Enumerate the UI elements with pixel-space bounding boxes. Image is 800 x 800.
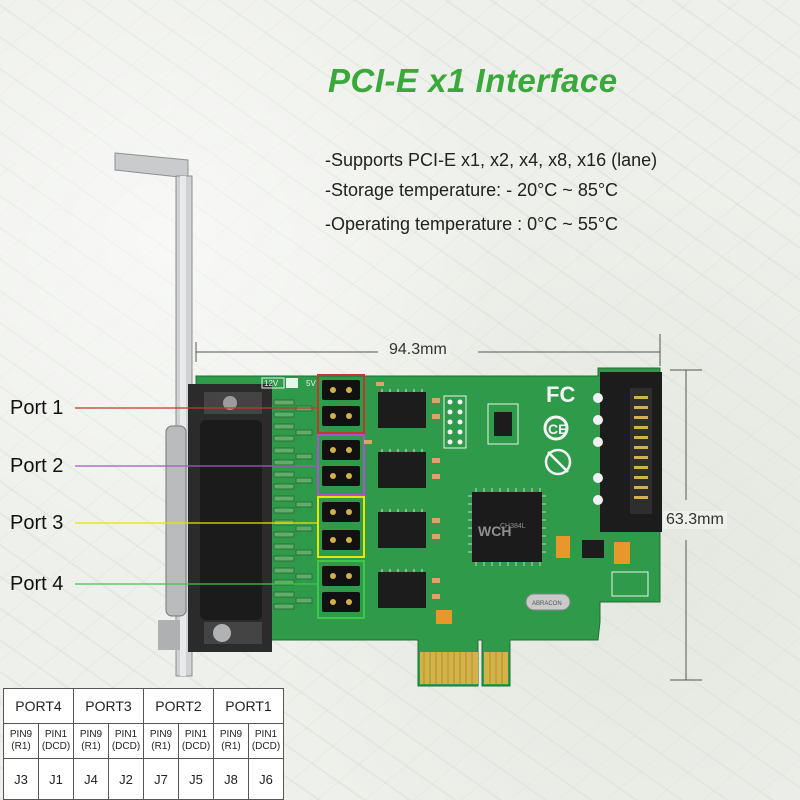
ce-mark: CE: [548, 421, 567, 437]
jumper-cell: J2: [108, 758, 144, 800]
spec-operating-temp: -Operating temperature : 0°C ~ 55°C: [325, 214, 619, 234]
width-dimension: [195, 334, 661, 366]
main-controller-chip: WCH CH384L: [468, 488, 546, 566]
small-capacitors: [364, 382, 440, 599]
table-header-port4: PORT4: [3, 688, 74, 724]
height-dimension: [670, 369, 702, 681]
crystal-label: ABRACON: [532, 601, 562, 607]
table-header-port2: PORT2: [143, 688, 214, 724]
crystal-oscillator: [525, 593, 571, 611]
silk-12v: 12V: [264, 379, 279, 388]
silk-box: [611, 571, 649, 597]
table-header-port1: PORT1: [213, 688, 284, 724]
jumper-headers: [322, 380, 360, 612]
spec-lanes: -Supports PCI-E x1, x2, x4, x8, x16 (lan…: [325, 150, 658, 170]
pin-cell: PIN9(R1): [3, 723, 39, 759]
jumper-cell: J6: [248, 758, 284, 800]
db25-connector: [158, 384, 272, 652]
resistor-array: [273, 399, 313, 610]
transceiver-ics: [378, 392, 426, 608]
width-label: 94.3mm: [386, 341, 450, 359]
pin-cell: PIN1(DCD): [248, 723, 284, 759]
tantalum-cap-1: [556, 536, 570, 558]
port1-label: Port 1: [10, 397, 64, 419]
jumper-cell: J8: [213, 758, 249, 800]
sata-power-connector: [593, 372, 662, 532]
jumper-cell: J1: [38, 758, 74, 800]
port3-label: Port 3: [10, 512, 64, 534]
pin-cell: PIN1(DCD): [108, 723, 144, 759]
port2-highlight: [317, 434, 365, 496]
port4-highlight: [317, 560, 365, 619]
spec-storage-temp: -Storage temperature: - 20°C ~ 85°C: [325, 180, 619, 200]
port4-label: Port 4: [10, 573, 64, 595]
edge-fingers: [420, 652, 508, 684]
table-header-port3: PORT3: [73, 688, 144, 724]
port1-highlight: [317, 374, 365, 434]
jumper-cell: J4: [73, 758, 109, 800]
jumper-cell: J3: [3, 758, 39, 800]
jumper-cell: J7: [143, 758, 179, 800]
port3-highlight: [317, 496, 365, 558]
page-title: PCI-E x1 Interface: [328, 62, 618, 99]
port2-label: Port 2: [10, 455, 64, 477]
header-pads: [447, 399, 463, 445]
fc-mark: FC: [546, 382, 575, 407]
pin-cell: PIN9(R1): [143, 723, 179, 759]
tantalum-cap-2: [614, 542, 630, 564]
silk-5v: 5V: [306, 379, 316, 388]
jumper-cell: J5: [178, 758, 214, 800]
chip-logo: WCH: [478, 523, 511, 539]
chip-part: CH384L: [500, 523, 526, 530]
regulator: [582, 540, 604, 558]
height-label: 63.3mm: [663, 511, 727, 529]
pin-cell: PIN9(R1): [73, 723, 109, 759]
pb-free-icon: [544, 448, 572, 476]
pin-cell: PIN9(R1): [213, 723, 249, 759]
tantalum-cap-3: [436, 610, 452, 624]
pin-cell: PIN1(DCD): [178, 723, 214, 759]
pin-cell: PIN1(DCD): [38, 723, 74, 759]
jumper-pin-table: PORT4 PORT3 PORT2 PORT1 PIN9(R1) PIN1(DC…: [3, 688, 284, 800]
